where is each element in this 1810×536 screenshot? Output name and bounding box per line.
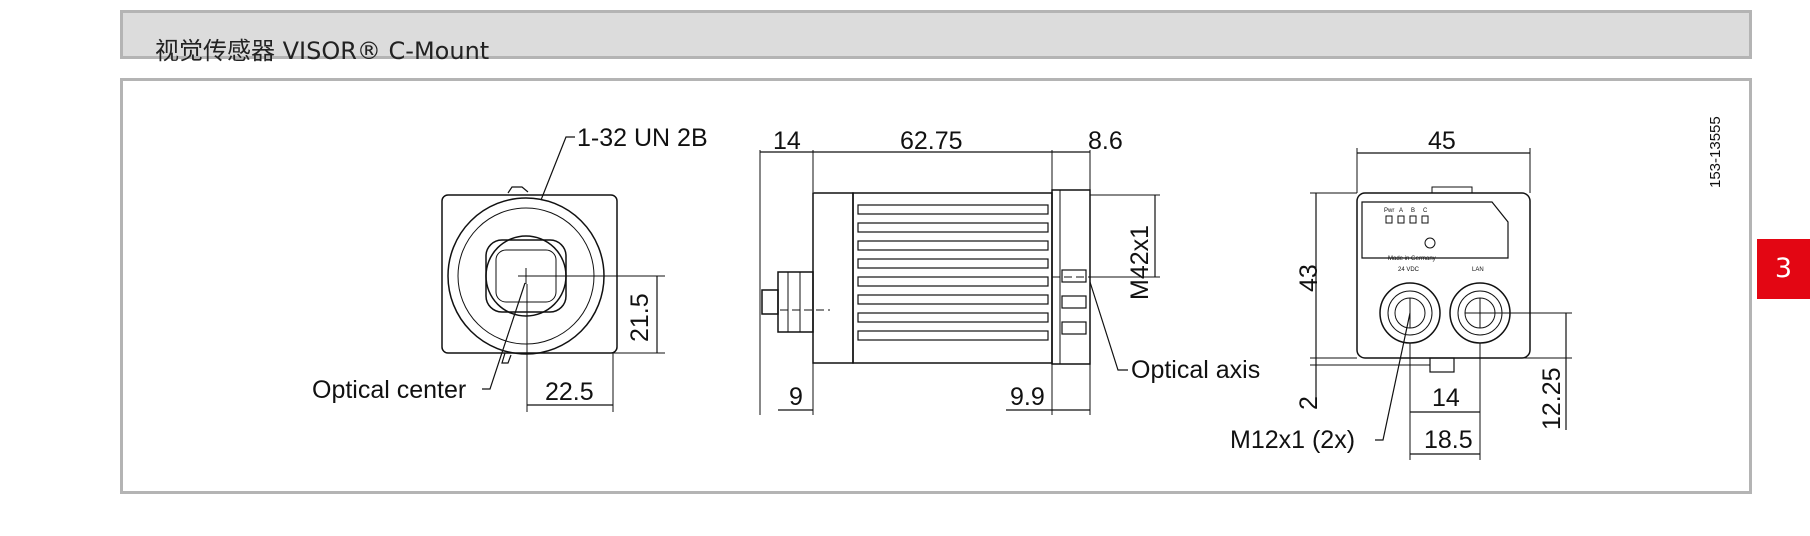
side-body — [852, 192, 1053, 364]
dim-side-body: 62.75 — [900, 127, 963, 155]
dim-side-lens: 8.6 — [1088, 127, 1123, 155]
led-label-c: C — [1423, 208, 1428, 214]
dim-front-width: 22.5 — [545, 378, 594, 406]
thread-notch — [507, 186, 529, 194]
dim-side-connector: 9 — [789, 383, 803, 411]
chapter-number: 3 — [1774, 253, 1793, 284]
dim-rear-connector-height: 12.25 — [1538, 367, 1566, 430]
front-housing — [441, 194, 618, 354]
dim-rear-height: 43 — [1295, 264, 1323, 292]
connector-label: M12x1 (2x) — [1230, 426, 1355, 454]
port-label-lan: LAN — [1472, 267, 1484, 273]
side-connector — [777, 271, 814, 333]
page-title: 视觉传感器 VISOR® C-Mount — [155, 37, 490, 65]
dim-rear-bottom: 2 — [1295, 396, 1323, 410]
dim-rear-pitch: 14 — [1432, 384, 1460, 412]
rear-view — [1310, 148, 1572, 460]
led-label-a: A — [1399, 208, 1403, 214]
rear-label-plate — [1361, 201, 1509, 259]
dim-side-ring: 9.9 — [1010, 383, 1045, 411]
dim-rear-span: 18.5 — [1424, 426, 1473, 454]
page-header: 视觉传感器 VISOR® C-Mount — [120, 10, 1752, 65]
dim-rear-width: 45 — [1428, 127, 1456, 155]
optical-center-label: Optical center — [312, 376, 466, 404]
logo-mark — [1424, 237, 1436, 249]
dim-side-thread: M42x1 — [1126, 225, 1154, 300]
drawing-id: 153-13555 — [1707, 116, 1724, 188]
dim-side-front: 14 — [773, 127, 801, 155]
side-view — [759, 150, 1160, 415]
front-view — [441, 136, 665, 412]
dim-front-height: 21.5 — [626, 293, 654, 342]
made-in-label: Made in Germany — [1388, 256, 1436, 262]
side-front-plate — [812, 192, 854, 364]
thread-label: 1-32 UN 2B — [577, 124, 708, 152]
optical-axis-label: Optical axis — [1131, 356, 1260, 384]
chapter-tab[interactable]: 3 — [1757, 239, 1810, 299]
port-label-24vdc: 24 VDC — [1398, 267, 1420, 273]
led-label-b: B — [1411, 208, 1415, 214]
cooling-fins — [857, 204, 1049, 341]
led-label-pwr: Pwr — [1384, 208, 1394, 214]
